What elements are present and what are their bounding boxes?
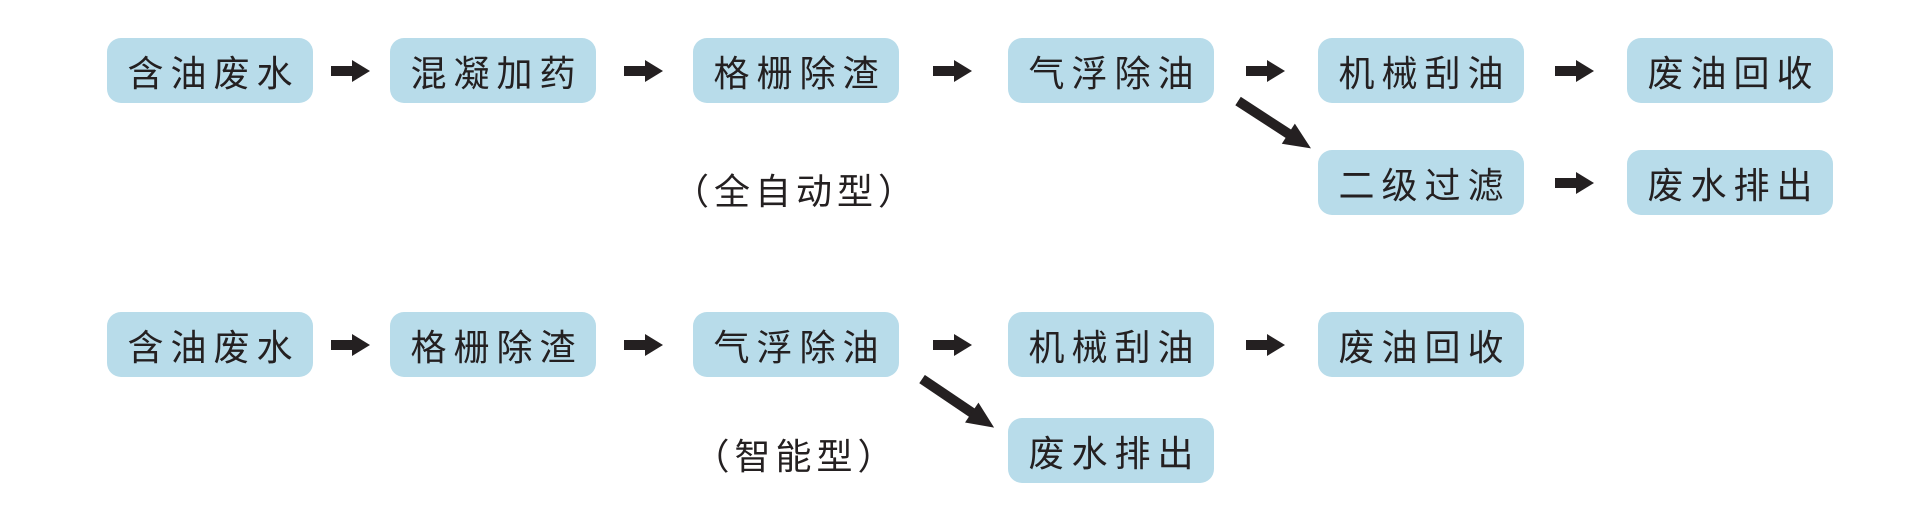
- flow2-node-air-flotation-deoiling: 气浮除油: [693, 312, 899, 377]
- flow1-node-secondary-filtration: 二级过滤: [1318, 150, 1524, 215]
- flow2-type-label: （智能型）: [693, 436, 899, 477]
- flow1-node-mechanical-scraping: 机械刮油: [1318, 38, 1524, 103]
- flow2-node-wastewater-discharge: 废水排出: [1008, 418, 1214, 483]
- flow1-node-waste-oil-recovery: 废油回收: [1627, 38, 1833, 103]
- flow1-node-air-flotation-deoiling: 气浮除油: [1008, 38, 1214, 103]
- arrow-diagonal-branch-icon: [1231, 90, 1319, 160]
- arrow-right-icon: [624, 333, 664, 357]
- flow2-node-waste-oil-recovery: 废油回收: [1318, 312, 1524, 377]
- flow2-node-oily-wastewater: 含油废水: [107, 312, 313, 377]
- flow1-node-coagulant-dosing: 混凝加药: [390, 38, 596, 103]
- flow1-node-wastewater-discharge: 废水排出: [1627, 150, 1833, 215]
- arrow-right-icon: [624, 59, 664, 83]
- arrow-right-icon: [331, 59, 371, 83]
- flow1-node-oily-wastewater: 含油废水: [107, 38, 313, 103]
- arrow-right-icon: [933, 333, 973, 357]
- arrow-right-icon: [1246, 333, 1286, 357]
- arrow-right-icon: [933, 59, 973, 83]
- flow1-type-label: （全自动型）: [672, 171, 919, 212]
- flow1-node-screen-deslagging: 格栅除渣: [693, 38, 899, 103]
- arrow-right-icon: [331, 333, 371, 357]
- arrow-right-icon: [1246, 59, 1286, 83]
- flow2-node-mechanical-scraping: 机械刮油: [1008, 312, 1214, 377]
- arrow-diagonal-branch-icon: [915, 368, 1002, 439]
- flow2-node-screen-deslagging: 格栅除渣: [390, 312, 596, 377]
- arrow-right-icon: [1555, 171, 1595, 195]
- arrow-right-icon: [1555, 59, 1595, 83]
